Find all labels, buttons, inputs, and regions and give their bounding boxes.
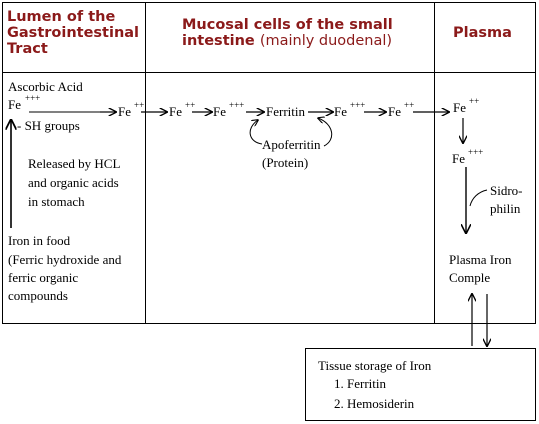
plasma-fe-ferric-charge: +++ — [468, 147, 484, 157]
header-mucosal-normal: (mainly duodenal) — [259, 33, 393, 49]
tissue-storage-box — [305, 348, 536, 421]
mucosa-fe-2-charge: ++ — [185, 100, 196, 110]
iron-in-food-line-4: compounds — [8, 288, 68, 303]
mucosa-fe-3: Fe — [213, 104, 226, 119]
mucosa-fe-1-charge: ++ — [134, 100, 145, 110]
header-lumen-line3: Tract — [7, 41, 48, 57]
mucosa-fe-4: Fe — [334, 104, 347, 119]
iron-in-food-line-3: ferric organic — [8, 270, 79, 285]
iron-in-food-line-1: Iron in food — [8, 233, 71, 248]
mucosa-fe-2: Fe — [169, 104, 182, 119]
released-line-3: in stomach — [28, 194, 85, 209]
header-mucosal: Mucosal cells of the small intestine (ma… — [182, 17, 393, 49]
table-border — [2, 2, 536, 324]
header-plasma: Plasma — [453, 25, 512, 41]
tissue-storage-item-1: 1. Ferritin — [334, 376, 386, 391]
header-mucosal-bold: intestine — [182, 33, 255, 49]
lumen-fe-charge: +++ — [25, 93, 41, 103]
iron-in-food-line-2: (Ferric hydroxide and — [8, 252, 122, 267]
protein-label: (Protein) — [262, 155, 309, 170]
plasma-iron-complex-line-1: Plasma Iron — [449, 252, 512, 267]
ascorbic-acid-label: Ascorbic Acid — [8, 79, 83, 94]
sh-groups-label: - SH groups — [17, 118, 80, 133]
mucosa-fe-5: Fe — [388, 104, 401, 119]
lumen-fe-label: Fe — [8, 97, 21, 112]
sidrophilin-pointer — [469, 189, 488, 207]
mucosa-fe-1: Fe — [118, 104, 131, 119]
header-mucosal-line1: Mucosal cells of the small — [182, 17, 393, 33]
released-line-2: and organic acids — [28, 175, 119, 190]
mucosa-fe-4-charge: +++ — [350, 100, 366, 110]
header-mucosal-line2: intestine (mainly duodenal) — [182, 33, 393, 49]
mucosa-fe-3-charge: +++ — [229, 100, 245, 110]
header-lumen-line1: Lumen of the — [7, 9, 116, 25]
header-lumen-line2: Gastrointestinal — [7, 25, 140, 41]
plasma-fe-ferrous-charge: ++ — [469, 96, 480, 106]
plasma-iron-complex-line-2: Comple — [449, 270, 491, 285]
sidrophilin-line-1: Sidro- — [490, 183, 523, 198]
mucosa-fe-5-charge: ++ — [404, 100, 415, 110]
sidrophilin-line-2: philin — [490, 201, 521, 216]
tissue-storage-title: Tissue storage of Iron — [318, 358, 432, 373]
header-lumen: Lumen of the Gastrointestinal Tract — [7, 9, 139, 57]
released-line-1: Released by HCL — [28, 156, 121, 171]
tissue-storage-item-2: 2. Hemosiderin — [334, 396, 415, 411]
apoferritin-label: Apoferritin — [262, 137, 321, 152]
plasma-fe-ferric: Fe — [452, 151, 465, 166]
apoferritin-curve-right — [318, 118, 333, 147]
ferritin-label: Ferritin — [266, 104, 305, 119]
plasma-fe-ferrous: Fe — [453, 100, 466, 115]
apoferritin-curve-left — [249, 120, 263, 145]
